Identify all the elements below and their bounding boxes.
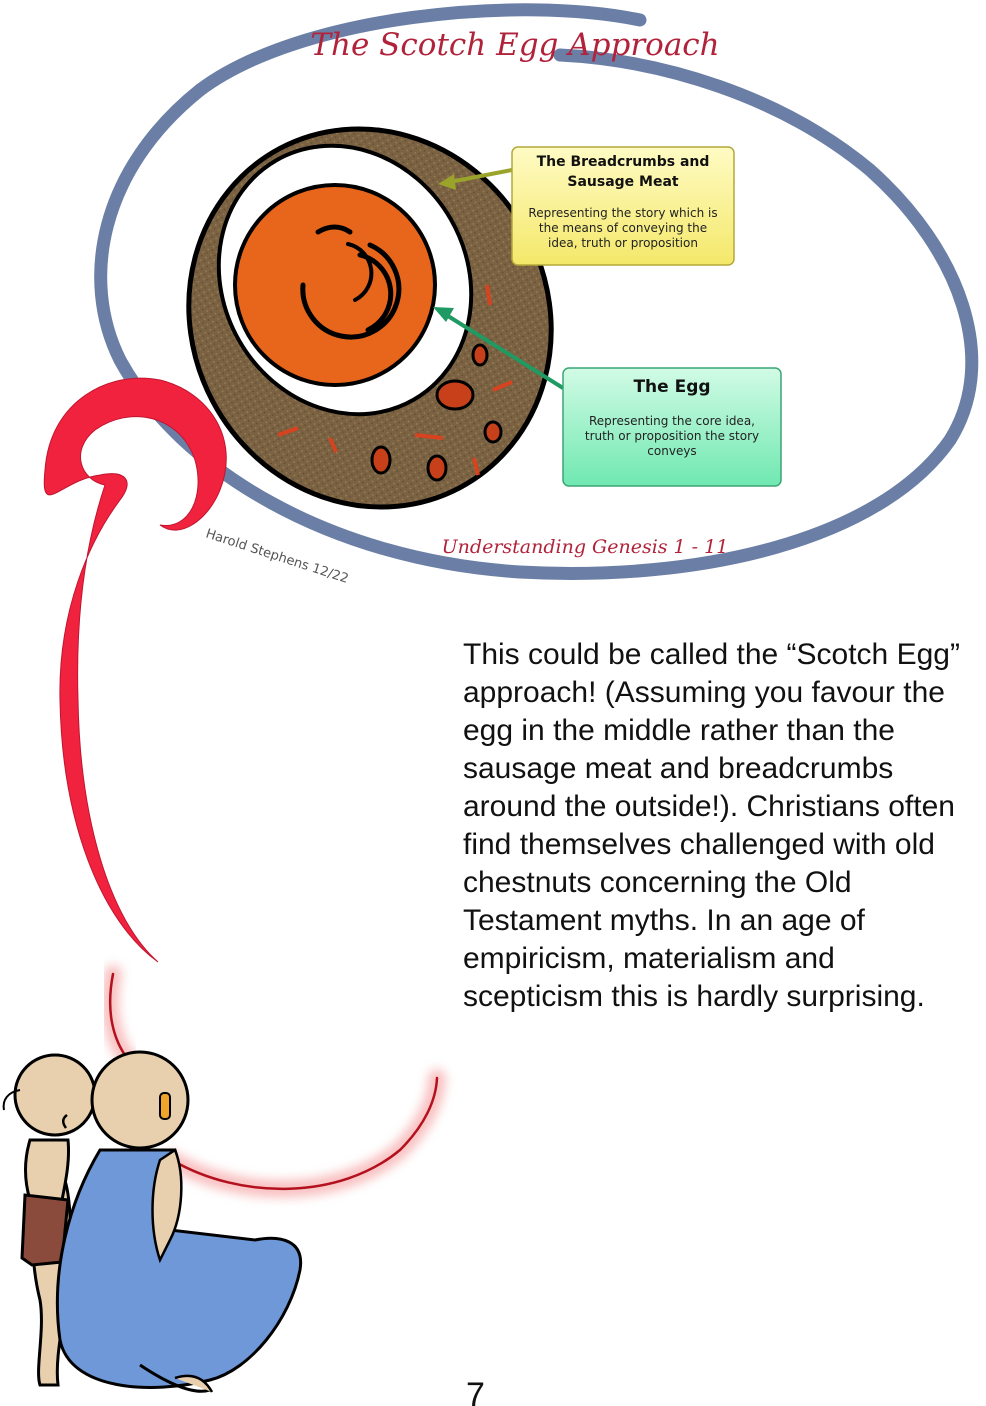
- breadcrumbs-title-2: Sausage Meat: [567, 174, 679, 190]
- mother-and-child-icon: [4, 1052, 301, 1392]
- breadcrumbs-body-2: the means of conveying the: [539, 221, 707, 235]
- breadcrumbs-body-3: idea, truth or proposition: [548, 236, 698, 250]
- egg-body-2: truth or proposition the story: [585, 429, 759, 443]
- diagram-title: The Scotch Egg Approach: [310, 27, 719, 63]
- breadcrumbs-callout: The Breadcrumbs and Sausage Meat Represe…: [512, 147, 734, 265]
- egg-body-3: conveys: [647, 444, 696, 458]
- egg-body-1: Representing the core idea,: [589, 414, 755, 428]
- body-paragraph: This could be called the “Scotch Egg” ap…: [463, 636, 968, 1016]
- spiral-thought-icon: [44, 378, 226, 962]
- page-number: 7: [466, 1380, 485, 1406]
- egg-title: The Egg: [633, 377, 710, 397]
- diagram-subtitle: Understanding Genesis 1 - 11: [442, 536, 729, 558]
- egg-callout: The Egg Representing the core idea, trut…: [563, 368, 781, 486]
- breadcrumbs-title-1: The Breadcrumbs and: [537, 154, 710, 170]
- breadcrumbs-body-1: Representing the story which is: [528, 206, 717, 220]
